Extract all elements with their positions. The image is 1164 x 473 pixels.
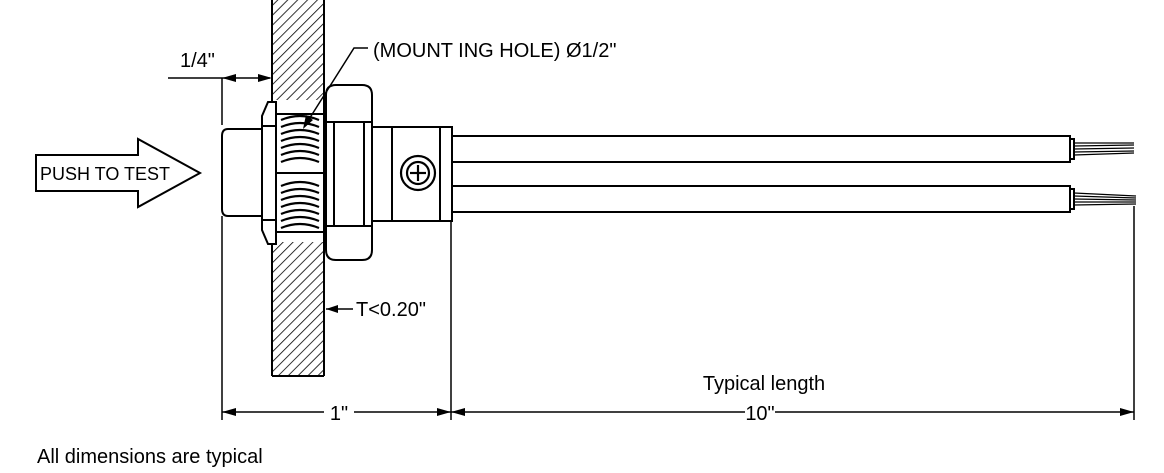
thickness-label: T<0.20" [356,299,426,321]
footnote: All dimensions are typical [37,446,263,468]
push-button-cap [221,128,263,217]
quarter-inch-label: 1/4" [180,50,215,72]
push-to-test-arrow: PUSH TO TEST [35,137,203,209]
thickness-leader [326,305,353,313]
mounting-hole-label: (MOUNT ING HOLE) Ø1/2" [373,40,616,62]
overall-dimensions [221,206,1135,420]
terminal-screw-icon [399,154,437,192]
quarter-inch-dimension [168,74,272,125]
front-hex-nut [261,101,277,245]
threaded-bushing [275,113,325,233]
mounting-hole-leader [303,47,368,129]
rear-hex-nut [325,84,373,261]
ten-inch-label: 10" [745,403,774,425]
mounting-panel [271,0,325,377]
one-inch-label: 1" [330,403,348,425]
stripped-wire-ends [1073,142,1137,206]
typical-length-label: Typical length [703,373,825,395]
push-to-test-label: PUSH TO TEST [40,164,170,184]
lead-wires [451,135,1075,213]
